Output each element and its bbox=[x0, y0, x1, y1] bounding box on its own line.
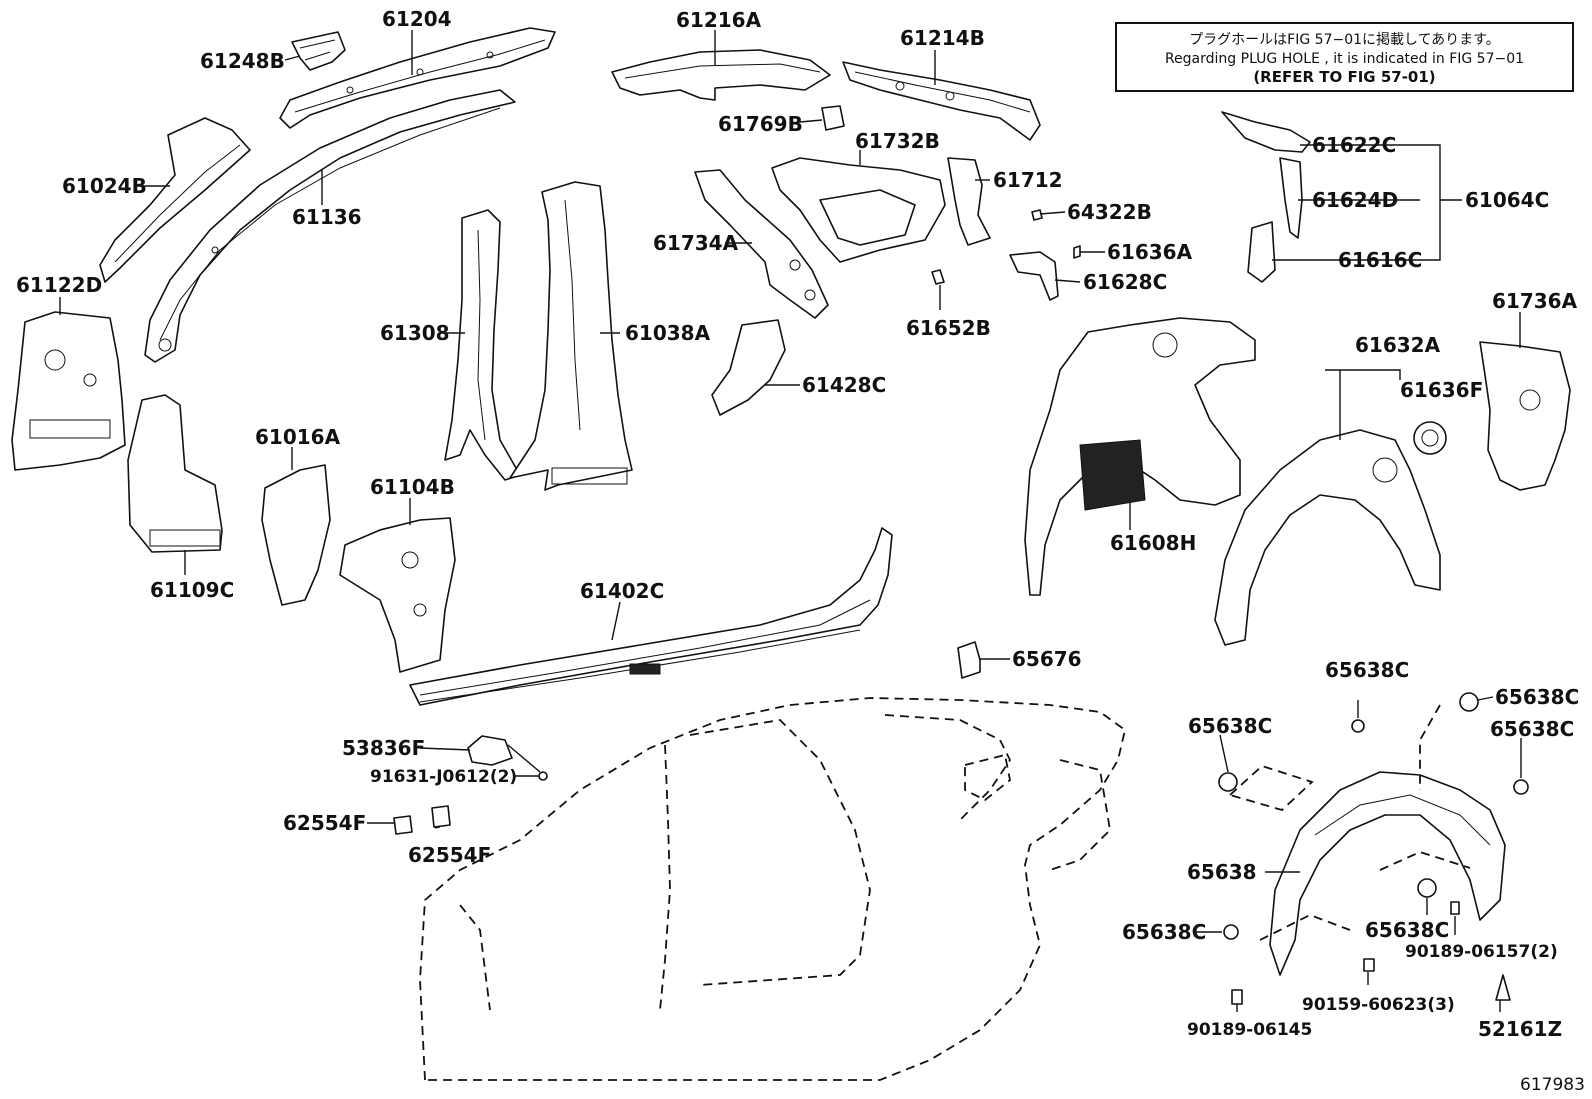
body-side-outer-phantom-outline bbox=[419, 697, 1127, 1081]
label-61248B: 61248B bbox=[200, 49, 285, 73]
part-61622C-illustration bbox=[1221, 111, 1311, 153]
label-61734A: 61734A bbox=[653, 231, 739, 255]
clip-65638C-illustrations bbox=[1218, 692, 1529, 940]
part-61428C-illustration bbox=[711, 319, 786, 416]
part-labels: 61204 61248B 61216A 61214B 61769B 61732B… bbox=[16, 7, 1579, 1041]
leader-lines bbox=[59, 30, 1522, 1012]
label-61624D: 61624D bbox=[1312, 188, 1398, 212]
label-61136: 61136 bbox=[292, 205, 362, 229]
label-61216A: 61216A bbox=[676, 8, 762, 32]
label-61204: 61204 bbox=[382, 7, 452, 31]
part-61624D-illustration bbox=[1279, 157, 1303, 239]
label-65638C-f: 65638C bbox=[1122, 920, 1206, 944]
fender-liner-phantom-lines bbox=[1228, 704, 1471, 941]
part-61024B-illustration bbox=[99, 117, 251, 283]
label-61732B: 61732B bbox=[855, 129, 940, 153]
label-65638C-d: 65638C bbox=[1490, 717, 1574, 741]
reference-note-box: プラグホールはFIG 57−01に掲載してあります。 Regarding PLU… bbox=[1115, 22, 1574, 92]
label-61122D: 61122D bbox=[16, 273, 102, 297]
part-61608H-illustration bbox=[1024, 317, 1256, 596]
part-61016A-illustration bbox=[261, 464, 331, 606]
part-61204-illustration bbox=[279, 27, 556, 129]
label-61712: 61712 bbox=[993, 168, 1063, 192]
label-62554F-b: 62554F bbox=[408, 843, 491, 867]
label-65638C-e: 65638C bbox=[1365, 918, 1449, 942]
part-61104B-illustration bbox=[339, 517, 456, 673]
reference-note-jp: プラグホールはFIG 57−01に掲載してあります。 bbox=[1189, 32, 1500, 48]
part-61628C-illustration bbox=[1009, 251, 1059, 301]
label-61064C: 61064C bbox=[1465, 188, 1549, 212]
part-61636A-illustration bbox=[1073, 245, 1081, 259]
label-65638C-b: 65638C bbox=[1495, 685, 1579, 709]
part-61109C-illustration bbox=[127, 394, 223, 553]
part-61216A-illustration bbox=[611, 49, 831, 101]
label-61038A: 61038A bbox=[625, 321, 711, 345]
part-91631-J0612-illustration bbox=[538, 771, 548, 781]
label-91631-J0612: 91631-J0612(2) bbox=[370, 767, 517, 787]
part-61712-illustration bbox=[947, 157, 991, 246]
label-65638: 65638 bbox=[1187, 860, 1257, 884]
label-64322B: 64322B bbox=[1067, 200, 1152, 224]
label-61632A: 61632A bbox=[1355, 333, 1441, 357]
label-61636F: 61636F bbox=[1400, 378, 1483, 402]
part-62554F-a-illustration bbox=[393, 815, 413, 835]
part-65676-illustration bbox=[957, 641, 981, 679]
part-61038A-illustration bbox=[509, 181, 633, 491]
part-61308-illustration bbox=[444, 209, 521, 481]
label-61736A: 61736A bbox=[1492, 289, 1578, 313]
label-90159-60623: 90159-60623(3) bbox=[1302, 995, 1455, 1015]
label-62554F-a: 62554F bbox=[283, 811, 366, 835]
label-61616C: 61616C bbox=[1338, 248, 1422, 272]
part-65638-illustration bbox=[1269, 771, 1506, 976]
reference-note-refer: (REFER TO FIG 57-01) bbox=[1253, 68, 1436, 86]
label-61308: 61308 bbox=[380, 321, 450, 345]
part-61769B-illustration bbox=[821, 105, 845, 131]
label-61402C: 61402C bbox=[580, 579, 664, 603]
part-61652B-illustration bbox=[931, 269, 945, 285]
label-53836F: 53836F bbox=[342, 736, 425, 760]
part-61636F-illustration bbox=[1413, 421, 1447, 455]
part-61616C-illustration bbox=[1247, 221, 1276, 283]
label-61636A: 61636A bbox=[1107, 240, 1193, 264]
part-62554F-b-illustration bbox=[431, 805, 451, 828]
label-52161Z: 52161Z bbox=[1478, 1017, 1562, 1041]
part-61214B-illustration bbox=[842, 61, 1041, 141]
part-53836F-illustration bbox=[467, 735, 513, 766]
label-65638C-a: 65638C bbox=[1325, 658, 1409, 682]
label-65638C-c: 65638C bbox=[1188, 714, 1272, 738]
part-61732B-illustration bbox=[771, 157, 946, 263]
part-61402C-illustration bbox=[409, 527, 893, 706]
label-61622C: 61622C bbox=[1312, 133, 1396, 157]
label-61428C: 61428C bbox=[802, 373, 886, 397]
label-61608H: 61608H bbox=[1110, 531, 1196, 555]
label-61652B: 61652B bbox=[906, 316, 991, 340]
part-61734A-illustration bbox=[694, 169, 829, 319]
label-61024B: 61024B bbox=[62, 174, 147, 198]
reference-note-en: Regarding PLUG HOLE , it is indicated in… bbox=[1164, 51, 1525, 67]
label-61016A: 61016A bbox=[255, 425, 341, 449]
part-61632A-illustration bbox=[1214, 429, 1441, 646]
part-61122D-illustration bbox=[11, 311, 126, 471]
label-61628C: 61628C bbox=[1083, 270, 1167, 294]
label-61104B: 61104B bbox=[370, 475, 455, 499]
label-90189-06157: 90189-06157(2) bbox=[1405, 942, 1558, 962]
label-90189-06145: 90189-06145 bbox=[1187, 1020, 1312, 1040]
part-61736A-illustration bbox=[1479, 341, 1571, 491]
part-61248B-illustration bbox=[291, 31, 346, 71]
label-65676: 65676 bbox=[1012, 647, 1082, 671]
label-61214B: 61214B bbox=[900, 26, 985, 50]
part-61136-illustration bbox=[144, 89, 516, 363]
part-64322B-illustration bbox=[1031, 209, 1043, 221]
label-61769B: 61769B bbox=[718, 112, 803, 136]
label-61109C: 61109C bbox=[150, 578, 234, 602]
figure-number: 617983 bbox=[1520, 1075, 1585, 1095]
